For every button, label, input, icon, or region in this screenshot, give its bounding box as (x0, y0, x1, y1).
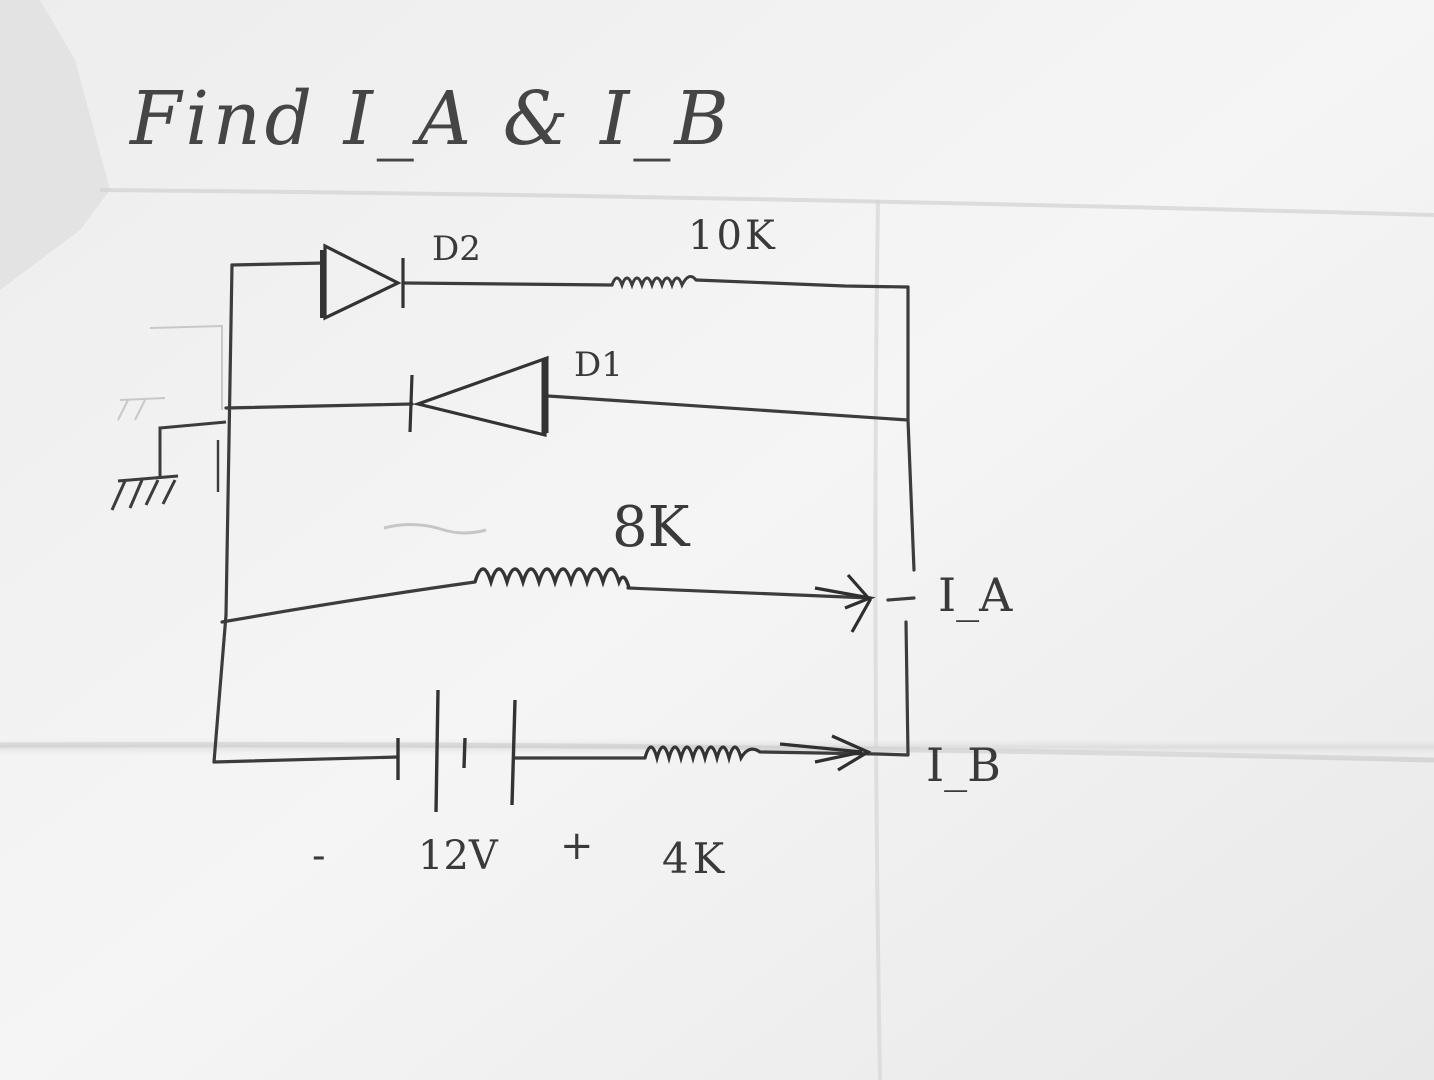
wires (212, 261, 916, 764)
current-a-label: I_A (938, 568, 1013, 622)
battery-negative-label: - (312, 833, 326, 879)
resistor-10k-label: 10K (688, 213, 778, 259)
arrows (779, 573, 876, 772)
d1-branch-left-wire (224, 402, 414, 410)
diode-d2-symbol (320, 243, 405, 321)
current-b-label: I_B (926, 738, 1001, 792)
d1-branch-right-wire (546, 394, 910, 422)
r8k-left-wire (220, 580, 477, 624)
battery-voltage-label: 12V (418, 833, 498, 879)
r8k-right-wire (626, 586, 872, 600)
fold-crease-top (99, 188, 1434, 217)
battery-positive-label: + (560, 823, 594, 869)
ground-symbol (110, 420, 227, 511)
battery-symbol (396, 689, 517, 813)
ia-arrow-head (846, 573, 872, 633)
resistor-8k-symbol (473, 567, 631, 589)
eraser-smudge (383, 523, 487, 535)
resistor-10k-symbol (610, 275, 698, 290)
resistor-4k-symbol (643, 745, 761, 765)
resistor-8k-label: 8K (612, 495, 690, 560)
problem-title: Find I_A & I_B (130, 76, 733, 162)
erased-marks (117, 324, 223, 421)
diode-d1-label: D1 (574, 345, 623, 385)
top-branch-mid-wire (403, 281, 614, 287)
top-branch-left-wire (230, 261, 327, 267)
battery-left-wire (212, 755, 400, 764)
ia-junction-wire (886, 596, 916, 602)
ib-arrow-head (831, 734, 872, 772)
top-branch-right-wire (694, 278, 910, 289)
left-rail-lower-wire (212, 613, 228, 764)
r4k-right-wire (758, 620, 910, 757)
ib-arrow (779, 742, 863, 764)
resistor-4k-label: 4K (662, 834, 729, 883)
diode-d1-symbol (408, 355, 549, 438)
left-rail-wire (224, 263, 234, 617)
fold-crease-vertical (873, 199, 882, 1080)
diode-d2-label: D2 (432, 229, 481, 269)
paper-corner-shadow (0, 0, 110, 290)
